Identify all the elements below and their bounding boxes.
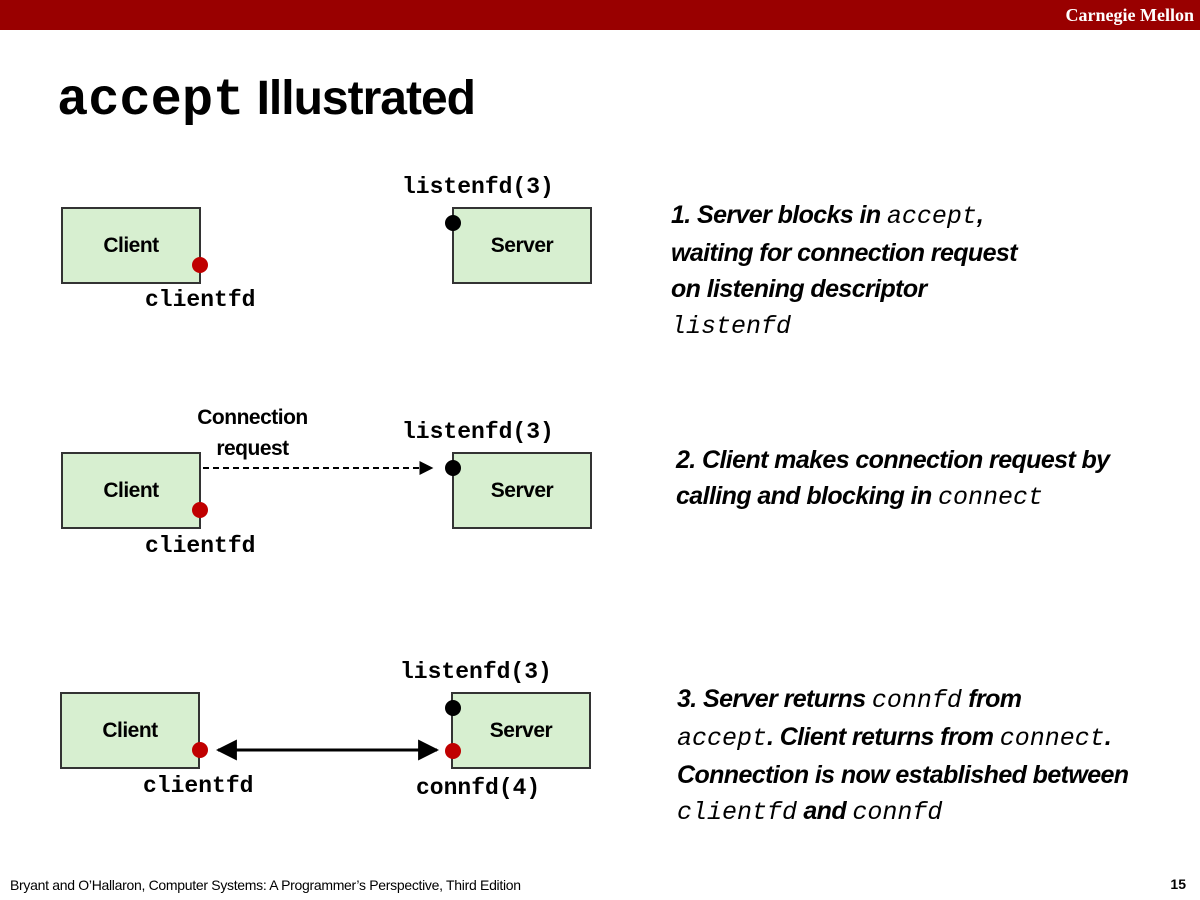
page-number: 15 (1170, 876, 1186, 892)
client-label: Client (103, 233, 159, 257)
step-3-c2: accept (677, 724, 768, 753)
listenfd-label-3: listenfd(3) (400, 659, 552, 685)
step-3-c4: clientfd (677, 798, 798, 827)
server-label: Server (490, 233, 554, 257)
step-3-t4: . (1104, 723, 1112, 751)
connection-request-line2: request (216, 437, 289, 460)
step-2-text: 2. Client makes connection request by ca… (676, 442, 1110, 516)
step-1-t2: , (976, 201, 984, 229)
step-3-t5: and (797, 797, 853, 825)
server-label: Server (490, 478, 554, 502)
clientfd-dot-2 (192, 502, 208, 518)
step-3-text: 3. Server returns connfd from accept. Cl… (677, 681, 1129, 831)
listenfd-dot-3 (445, 700, 461, 716)
client-label: Client (103, 478, 159, 502)
step-2-t1: calling and blocking in (676, 482, 939, 510)
clientfd-dot-1 (192, 257, 208, 273)
listenfd-label-1: listenfd(3) (402, 174, 554, 200)
step-3-t2: from (961, 685, 1022, 713)
connfd-dot (445, 743, 461, 759)
connection-request-line1: Connection (197, 406, 308, 429)
title-text: Illustrated (244, 72, 476, 125)
step-3-t1: 3. Server returns (677, 685, 872, 713)
step-1-t1: 1. Server blocks in (671, 201, 887, 229)
server-box-2: Server (452, 452, 592, 529)
step-2-line1: 2. Client makes connection request by (676, 446, 1110, 474)
server-label: Server (489, 718, 553, 742)
step-2-c1: connect (938, 483, 1044, 512)
clientfd-label-1: clientfd (145, 287, 256, 313)
connfd-label: connfd(4) (416, 775, 541, 801)
brand-label: Carnegie Mellon (1065, 5, 1194, 25)
step-1-text: 1. Server blocks in accept, waiting for … (671, 197, 1018, 345)
step-1-c1: accept (886, 202, 977, 231)
listenfd-dot-1 (445, 215, 461, 231)
step-3-c1: connfd (871, 686, 962, 715)
connection-request-label: Connection request (180, 402, 325, 464)
server-box-1: Server (452, 207, 592, 284)
slide-title: accept Illustrated (57, 68, 476, 130)
title-code: accept (57, 71, 245, 130)
step-3-line3: Connection is now established between (677, 761, 1129, 789)
client-box-1: Client (61, 207, 201, 284)
clientfd-label-3: clientfd (143, 773, 254, 799)
server-box-3: Server (451, 692, 591, 769)
listenfd-label-2: listenfd(3) (402, 419, 554, 445)
client-label: Client (102, 718, 158, 742)
step-1-line2: waiting for connection request (671, 239, 1018, 267)
listenfd-dot-2 (445, 460, 461, 476)
clientfd-label-2: clientfd (145, 533, 256, 559)
clientfd-dot-3 (192, 742, 208, 758)
footer-citation: Bryant and O’Hallaron, Computer Systems:… (10, 877, 521, 893)
step-3-t3: . Client returns from (767, 723, 1000, 751)
client-box-2: Client (61, 452, 201, 529)
step-1-line3: on listening descriptor (671, 275, 927, 303)
step-3-c5: connfd (852, 798, 943, 827)
step-3-c3: connect (999, 724, 1105, 753)
header-bar: Carnegie Mellon (0, 0, 1200, 30)
client-box-3: Client (60, 692, 200, 769)
step-1-c2: listenfd (671, 312, 792, 341)
